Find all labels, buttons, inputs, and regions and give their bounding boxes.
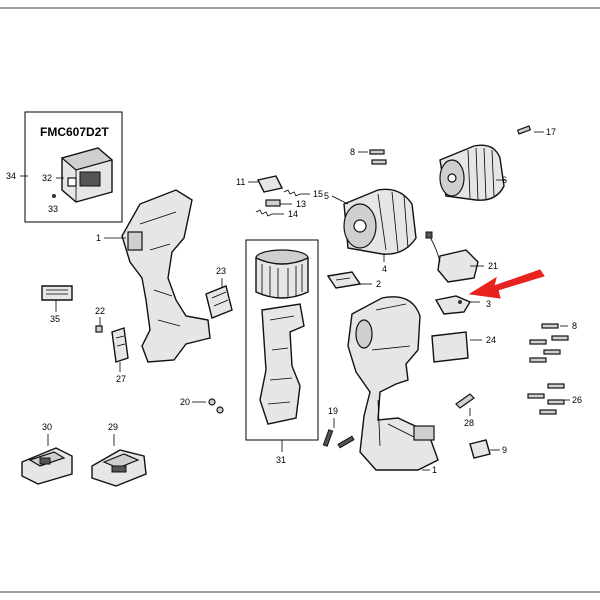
nut-20 [208, 398, 224, 414]
gearbox [343, 188, 417, 255]
keyless-chuck [439, 144, 505, 201]
callout-27: 27 [116, 374, 126, 384]
callout-31: 31 [276, 455, 286, 465]
kit-box-frame [24, 111, 123, 223]
gear-selector [205, 285, 233, 319]
left-housing-half [121, 189, 211, 363]
callout-6: 6 [502, 175, 507, 185]
forward-reverse-button [256, 175, 284, 193]
callout-11: 11 [236, 177, 245, 187]
spring-14 [255, 209, 273, 217]
motor [255, 249, 309, 299]
base-plate [326, 271, 362, 289]
callout-4: 4 [382, 264, 387, 274]
screws-8-right [529, 323, 569, 363]
carry-case-drawing [60, 147, 114, 203]
highlight-arrow [468, 269, 545, 299]
callout-8-right: 8 [572, 321, 577, 331]
right-housing-half [347, 296, 439, 471]
screwdriver-bit [455, 393, 475, 409]
callout-34: 34 [6, 171, 16, 181]
callout-20: 20 [180, 397, 190, 407]
callout-8-top: 8 [350, 147, 355, 157]
detent-13 [265, 199, 281, 207]
callout-2: 2 [376, 279, 381, 289]
callout-22: 22 [95, 306, 105, 316]
callout-35: 35 [50, 314, 60, 324]
bit-holder [469, 439, 491, 459]
callout-28: 28 [464, 418, 474, 428]
chuck-screw [516, 125, 532, 135]
callout-3: 3 [486, 299, 491, 309]
callout-24: 24 [486, 335, 496, 345]
callout-17: 17 [546, 127, 556, 137]
switch-assembly [259, 303, 305, 425]
callout-5: 5 [324, 191, 329, 201]
small-screw-22 [95, 325, 103, 333]
screws-8-top [369, 149, 387, 165]
callout-1-left: 1 [96, 233, 101, 243]
callout-30: 30 [42, 422, 52, 432]
callout-21: 21 [488, 261, 498, 271]
callout-14: 14 [288, 209, 298, 219]
springs-19 [322, 429, 355, 449]
callout-29: 29 [108, 422, 118, 432]
spring-15 [283, 189, 301, 197]
callout-26: 26 [572, 395, 582, 405]
control-pcb [434, 295, 472, 315]
callout-9: 9 [502, 445, 507, 455]
screws-26 [527, 383, 565, 415]
callout-23: 23 [216, 266, 226, 276]
callout-33: 33 [48, 204, 58, 214]
label-sticker [431, 331, 469, 363]
battery-charger [91, 449, 147, 487]
led-board [41, 285, 73, 301]
callout-32: 32 [42, 173, 52, 183]
battery-pack [21, 447, 73, 485]
kit-title: FMC607D2T [40, 125, 109, 139]
belt-clip [111, 327, 129, 363]
torque-module [425, 231, 479, 283]
callout-15: 15 [313, 189, 323, 199]
callout-1-right: 1 [432, 465, 437, 475]
callout-13: 13 [296, 199, 306, 209]
callout-19: 19 [328, 406, 338, 416]
